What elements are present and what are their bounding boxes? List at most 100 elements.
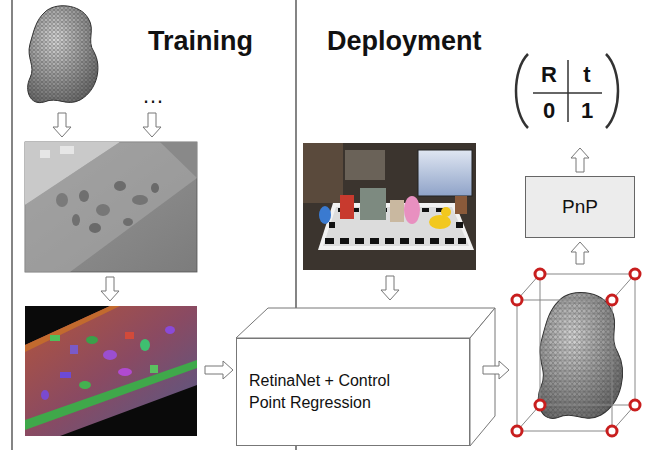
scene-photo-part (418, 150, 472, 196)
pose-matrix-part (606, 54, 618, 128)
control-point-cube-part-part (512, 426, 522, 436)
matrix-entry: 1 (581, 100, 593, 122)
depth-image-part (151, 183, 159, 193)
depth-image-part (89, 223, 101, 233)
control-point-cube-part-part (630, 269, 640, 279)
control-point-cube-part (517, 274, 635, 431)
pose-matrix-part (516, 54, 528, 128)
depth-image-part (40, 150, 50, 158)
object-mesh-part (28, 6, 98, 103)
panel-heading: Deployment (327, 28, 482, 55)
scene-photo-part-part (329, 222, 335, 228)
flow-arrow-part (571, 242, 589, 264)
network-box: RetinaNet + Control Point Regression (236, 338, 470, 446)
matrix-entry: t (583, 64, 590, 86)
depth-image-part (56, 193, 68, 207)
scene-photo-part-part (325, 238, 334, 244)
flow-arrow-part (483, 361, 509, 379)
scene-photo-part-part (430, 238, 439, 244)
depth-image-part (60, 146, 74, 154)
object-mesh-part (28, 6, 98, 103)
box-label: PnP (562, 194, 598, 220)
scene-photo-part (303, 143, 476, 270)
panel-divider-part (11, 0, 12, 450)
control-point-cube-part-part (517, 300, 612, 431)
scene-photo-part (303, 143, 343, 203)
control-point-cube-part-part (538, 292, 622, 418)
control-point-cube (512, 269, 640, 436)
scene-photo-part-part (458, 238, 466, 244)
normal-map-image-part (103, 350, 117, 360)
normal-map-image (25, 306, 197, 436)
flow-arrow-part (571, 148, 589, 172)
normal-map-image-part (25, 306, 197, 436)
network-box-faces-part (470, 308, 495, 446)
normal-map-image-part (79, 381, 91, 389)
scene-photo-part (345, 150, 385, 180)
normal-map-image-part (25, 360, 197, 430)
scene-photo-part-part (385, 238, 394, 244)
normal-map-image-part (25, 306, 197, 436)
depth-image (25, 142, 197, 272)
depth-image-part (114, 181, 126, 191)
flow-arrow-part (205, 361, 233, 379)
panel-heading: Training (148, 28, 253, 55)
depth-image-part (72, 214, 80, 226)
scene-photo-part (390, 200, 404, 222)
matrix-entry: R (541, 64, 557, 86)
control-point-cube-part-part (607, 426, 617, 436)
network-box-faces (236, 308, 495, 446)
control-point-cube-part-part (535, 400, 545, 410)
scene-photo-part (429, 215, 451, 229)
scene-photo-part-part (456, 222, 463, 228)
pose-matrix (516, 54, 618, 128)
depth-image-part (79, 190, 89, 202)
object-mesh (28, 6, 98, 103)
control-point-cube-part-part (512, 295, 522, 305)
scene-photo-part-part (400, 238, 409, 244)
normal-map-image-part (50, 335, 60, 341)
flow-arrow-part (53, 113, 71, 137)
normal-map-image-part (150, 365, 158, 373)
scene-photo-part (360, 188, 386, 220)
depth-image-part (96, 204, 110, 216)
control-point-cube-part (538, 292, 622, 418)
scene-photo-part (404, 196, 420, 224)
matrix-entry: 0 (543, 100, 555, 122)
network-box-faces-part (236, 308, 495, 338)
pnp-box: PnP (525, 176, 635, 238)
scene-photo (303, 143, 476, 270)
scene-photo-part-part (415, 238, 424, 244)
ellipsis-mark: … (142, 85, 164, 107)
scene-photo-part-part (355, 238, 364, 244)
flow-arrow-part (143, 113, 161, 137)
flow-arrow-part (381, 276, 399, 300)
control-point-cube-part-part (540, 274, 635, 405)
pose-matrix-part (567, 60, 569, 122)
box-label: RetinaNet + Control Point Regression (249, 370, 429, 413)
depth-image-part (25, 142, 197, 272)
depth-image-part (123, 218, 133, 226)
normal-map-image-part (125, 332, 134, 339)
control-point-cube-part (512, 269, 640, 436)
depth-image-part (25, 142, 197, 272)
normal-map-image-part (70, 345, 78, 354)
flow-arrow-part (101, 277, 119, 301)
normal-map-image-part (86, 336, 98, 344)
depth-image-part (132, 195, 148, 205)
normal-map-image-part (140, 339, 150, 351)
scene-photo-part (319, 206, 331, 224)
scene-photo-part-part (445, 238, 454, 244)
scene-photo-part-part (370, 238, 379, 244)
scene-photo-part-part (422, 208, 429, 212)
control-point-cube-part-part (630, 400, 640, 410)
control-point-cube-part-part (538, 292, 622, 418)
scene-photo-part-part (340, 238, 349, 244)
scene-photo-part (441, 207, 451, 217)
normal-map-image-part (118, 368, 132, 376)
normal-map-image-part (60, 372, 71, 378)
scene-photo-part (455, 196, 467, 214)
scene-photo-part (340, 195, 354, 219)
control-point-cube-part-part (607, 295, 617, 305)
